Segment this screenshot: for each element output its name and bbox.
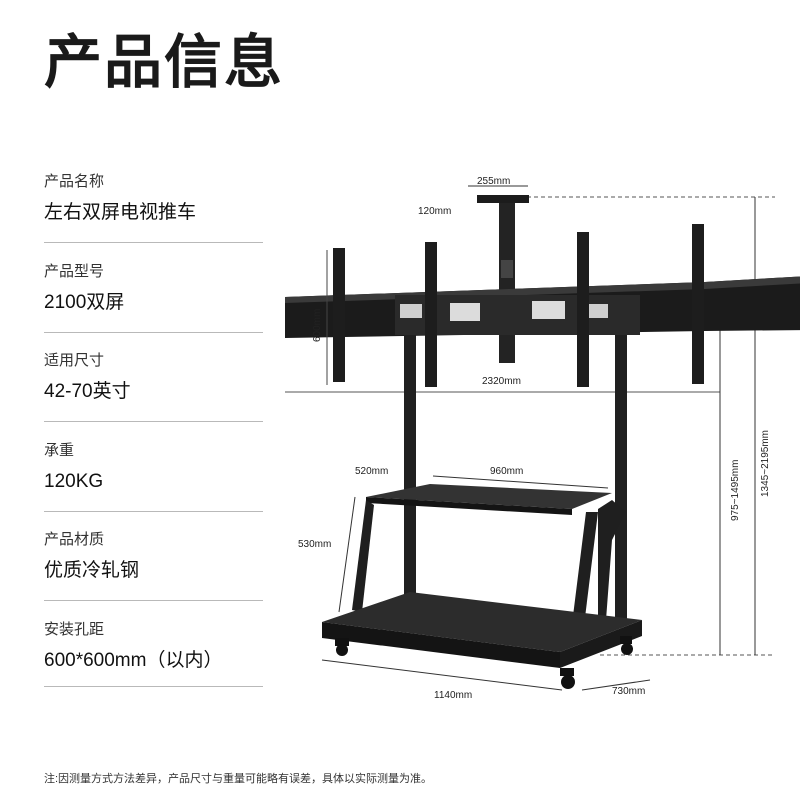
columns xyxy=(404,335,627,620)
spec-label: 产品名称 xyxy=(44,173,105,190)
dim-camera-depth: 120mm xyxy=(418,206,451,217)
tv-cart-illustration: 255mm 120mm 600mm 2320mm 520mm 960mm 530… xyxy=(285,176,800,701)
spec-vesa: 安装孔距 600*600mm（以内） xyxy=(44,620,263,687)
dim-total-height: 1345~2195mm xyxy=(760,430,771,497)
spec-value: 优质冷轧钢 xyxy=(44,560,140,581)
base xyxy=(321,592,651,691)
spec-label: 适用尺寸 xyxy=(44,352,105,369)
dim-tray-height: 530mm xyxy=(298,539,331,550)
dim-base-width: 1140mm xyxy=(434,690,472,701)
spec-product-name: 产品名称 左右双屏电视推车 xyxy=(44,172,263,243)
spec-material: 产品材质 优质冷轧钢 xyxy=(44,530,263,601)
spec-label: 产品材质 xyxy=(44,531,105,548)
spec-value: 2100双屏 xyxy=(44,292,125,313)
spec-value: 42-70英寸 xyxy=(44,381,131,402)
spec-value: 左右双屏电视推车 xyxy=(44,202,197,223)
spec-model: 产品型号 2100双屏 xyxy=(44,262,263,333)
vesa-arms xyxy=(333,224,704,387)
spec-label: 安装孔距 xyxy=(44,621,105,638)
mount-bar xyxy=(285,276,800,338)
spec-load: 承重 120KG xyxy=(44,441,263,512)
dim-bar-width: 2320mm xyxy=(482,376,521,387)
dim-base-depth: 730mm xyxy=(612,686,645,697)
dim-camera-width: 255mm xyxy=(477,176,510,187)
reference-lines xyxy=(527,196,775,656)
spec-label: 产品型号 xyxy=(44,263,105,280)
spec-value: 120KG xyxy=(44,471,104,492)
page-title: 产品信息 xyxy=(44,30,285,95)
disclaimer-note: 注:因测量方式方法差异，产品尺寸与重量可能略有误差，具体以实际测量为准。 xyxy=(44,773,433,785)
dim-tray-width: 960mm xyxy=(490,466,523,477)
spec-label: 承重 xyxy=(44,442,75,459)
camera-mount xyxy=(468,185,529,363)
casters xyxy=(335,636,633,689)
height-dimension-lines xyxy=(719,197,756,655)
dim-center-height: 975~1495mm xyxy=(730,460,741,521)
dim-bar-height: 600mm xyxy=(312,309,323,342)
spec-size: 适用尺寸 42-70英寸 xyxy=(44,351,263,422)
tray xyxy=(352,475,626,642)
dim-tray-depth: 520mm xyxy=(355,466,388,477)
spec-value: 600*600mm（以内） xyxy=(44,650,223,671)
